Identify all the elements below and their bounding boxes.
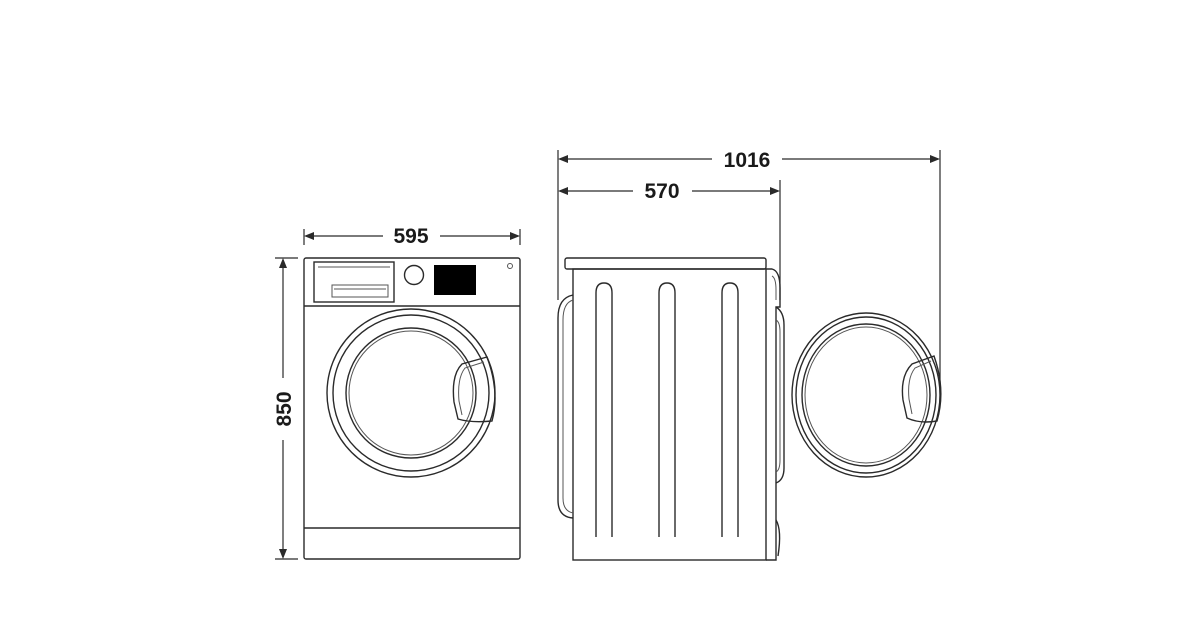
front-view (303, 257, 521, 560)
rear-bulge (557, 294, 574, 519)
dimension-depth: 570 (557, 150, 781, 300)
open-door-handle (901, 355, 942, 423)
display-panel (434, 265, 476, 295)
dimension-depth-label: 570 (644, 180, 679, 203)
detergent-drawer (313, 261, 395, 303)
dimension-width: 595 (303, 225, 521, 248)
front-panel-profile (766, 268, 781, 561)
front-door-handle (452, 356, 496, 423)
side-body (572, 268, 767, 561)
program-knob (403, 264, 425, 286)
side-ribs (595, 282, 739, 537)
open-door (791, 312, 942, 478)
side-view (557, 257, 785, 561)
dimension-depth-door-open: 1016 (558, 149, 941, 385)
dimension-depth-door-open-label: 1016 (724, 149, 771, 172)
side-top (564, 257, 767, 270)
dimension-height-label: 850 (273, 391, 296, 426)
front-door (326, 308, 496, 478)
indicator-light (507, 263, 513, 269)
front-body (303, 257, 521, 560)
dimension-height: 850 (273, 257, 298, 560)
dimension-width-label: 595 (393, 225, 428, 248)
